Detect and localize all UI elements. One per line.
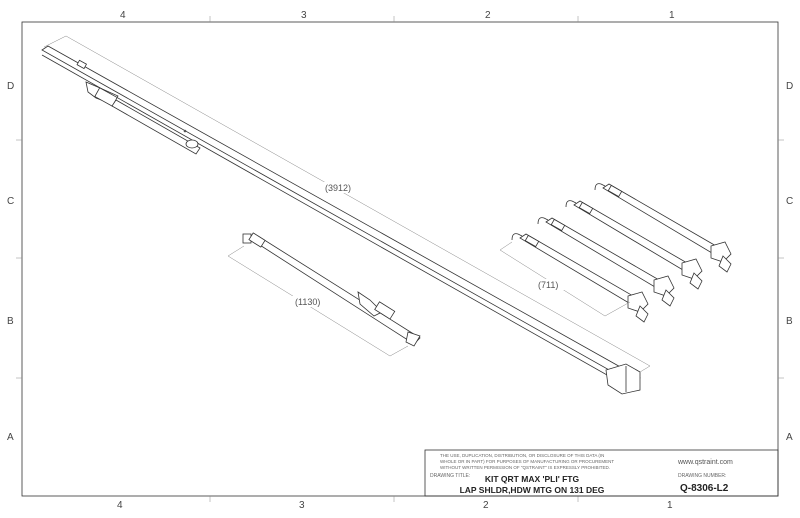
zone-col-top-4: 4 xyxy=(120,10,126,21)
notice-line-2: WHOLE OR IN PART) FOR PURPOSES OF MANUFA… xyxy=(440,459,614,464)
dimension-tie-down: (711) xyxy=(499,241,631,317)
drawing-number-label: DRAWING NUMBER: xyxy=(678,473,726,479)
short-strap xyxy=(242,232,421,347)
drawing-title-line-2: LAP SHLDR,HDW MTG ON 131 DEG xyxy=(460,485,605,495)
zone-row-right-A: A xyxy=(786,432,793,443)
drawing-number: Q-8306-L2 xyxy=(680,483,729,494)
zone-row-right-C: C xyxy=(786,196,793,207)
zone-col-top-2: 2 xyxy=(485,10,491,21)
zone-col-bottom-2: 2 xyxy=(483,500,489,511)
website: www.qstraint.com xyxy=(677,459,733,466)
tie-down-strap-3 xyxy=(565,200,703,290)
zone-col-bottom-4: 4 xyxy=(117,500,123,511)
tie-down-strap-2 xyxy=(537,217,675,307)
dimension-short-strap: (1130) xyxy=(227,245,409,357)
tie-down-strap-4 xyxy=(594,183,732,273)
drawing-frame xyxy=(21,21,779,497)
dimension-label-1130: (1130) xyxy=(295,297,320,307)
dimension-label-3912: (3912) xyxy=(325,183,351,193)
zone-row-left-A: A xyxy=(7,432,14,443)
dimension-label-711: (711) xyxy=(538,280,558,290)
zone-row-right-D: D xyxy=(786,81,793,92)
notice-line-3: WITHOUT WRITTEN PERMISSION OF "QSTRAINT"… xyxy=(440,465,610,470)
zone-row-right-B: B xyxy=(786,316,793,327)
dimension-long-strap: (3912) xyxy=(43,35,651,373)
title-block: THE USE, DUPLICATION, DISTRIBUTION, OR D… xyxy=(424,449,779,497)
zone-col-top-1: 1 xyxy=(669,10,675,21)
drawing-title-label: DRAWING TITLE: xyxy=(430,473,470,479)
zone-ticks xyxy=(16,16,784,502)
zone-row-left-C: C xyxy=(7,196,14,207)
zone-col-bottom-3: 3 xyxy=(299,500,305,511)
tie-down-strap-1 xyxy=(511,233,649,323)
notice-line-1: THE USE, DUPLICATION, DISTRIBUTION, OR D… xyxy=(440,453,604,458)
zone-row-left-D: D xyxy=(7,81,14,92)
zone-row-left-B: B xyxy=(7,316,14,327)
long-lap-shoulder-strap xyxy=(41,45,641,395)
zone-col-bottom-1: 1 xyxy=(667,500,673,511)
zone-col-top-3: 3 xyxy=(301,10,307,21)
drawing-title-line-1: KIT QRT MAX 'PLI' FTG xyxy=(485,474,580,484)
